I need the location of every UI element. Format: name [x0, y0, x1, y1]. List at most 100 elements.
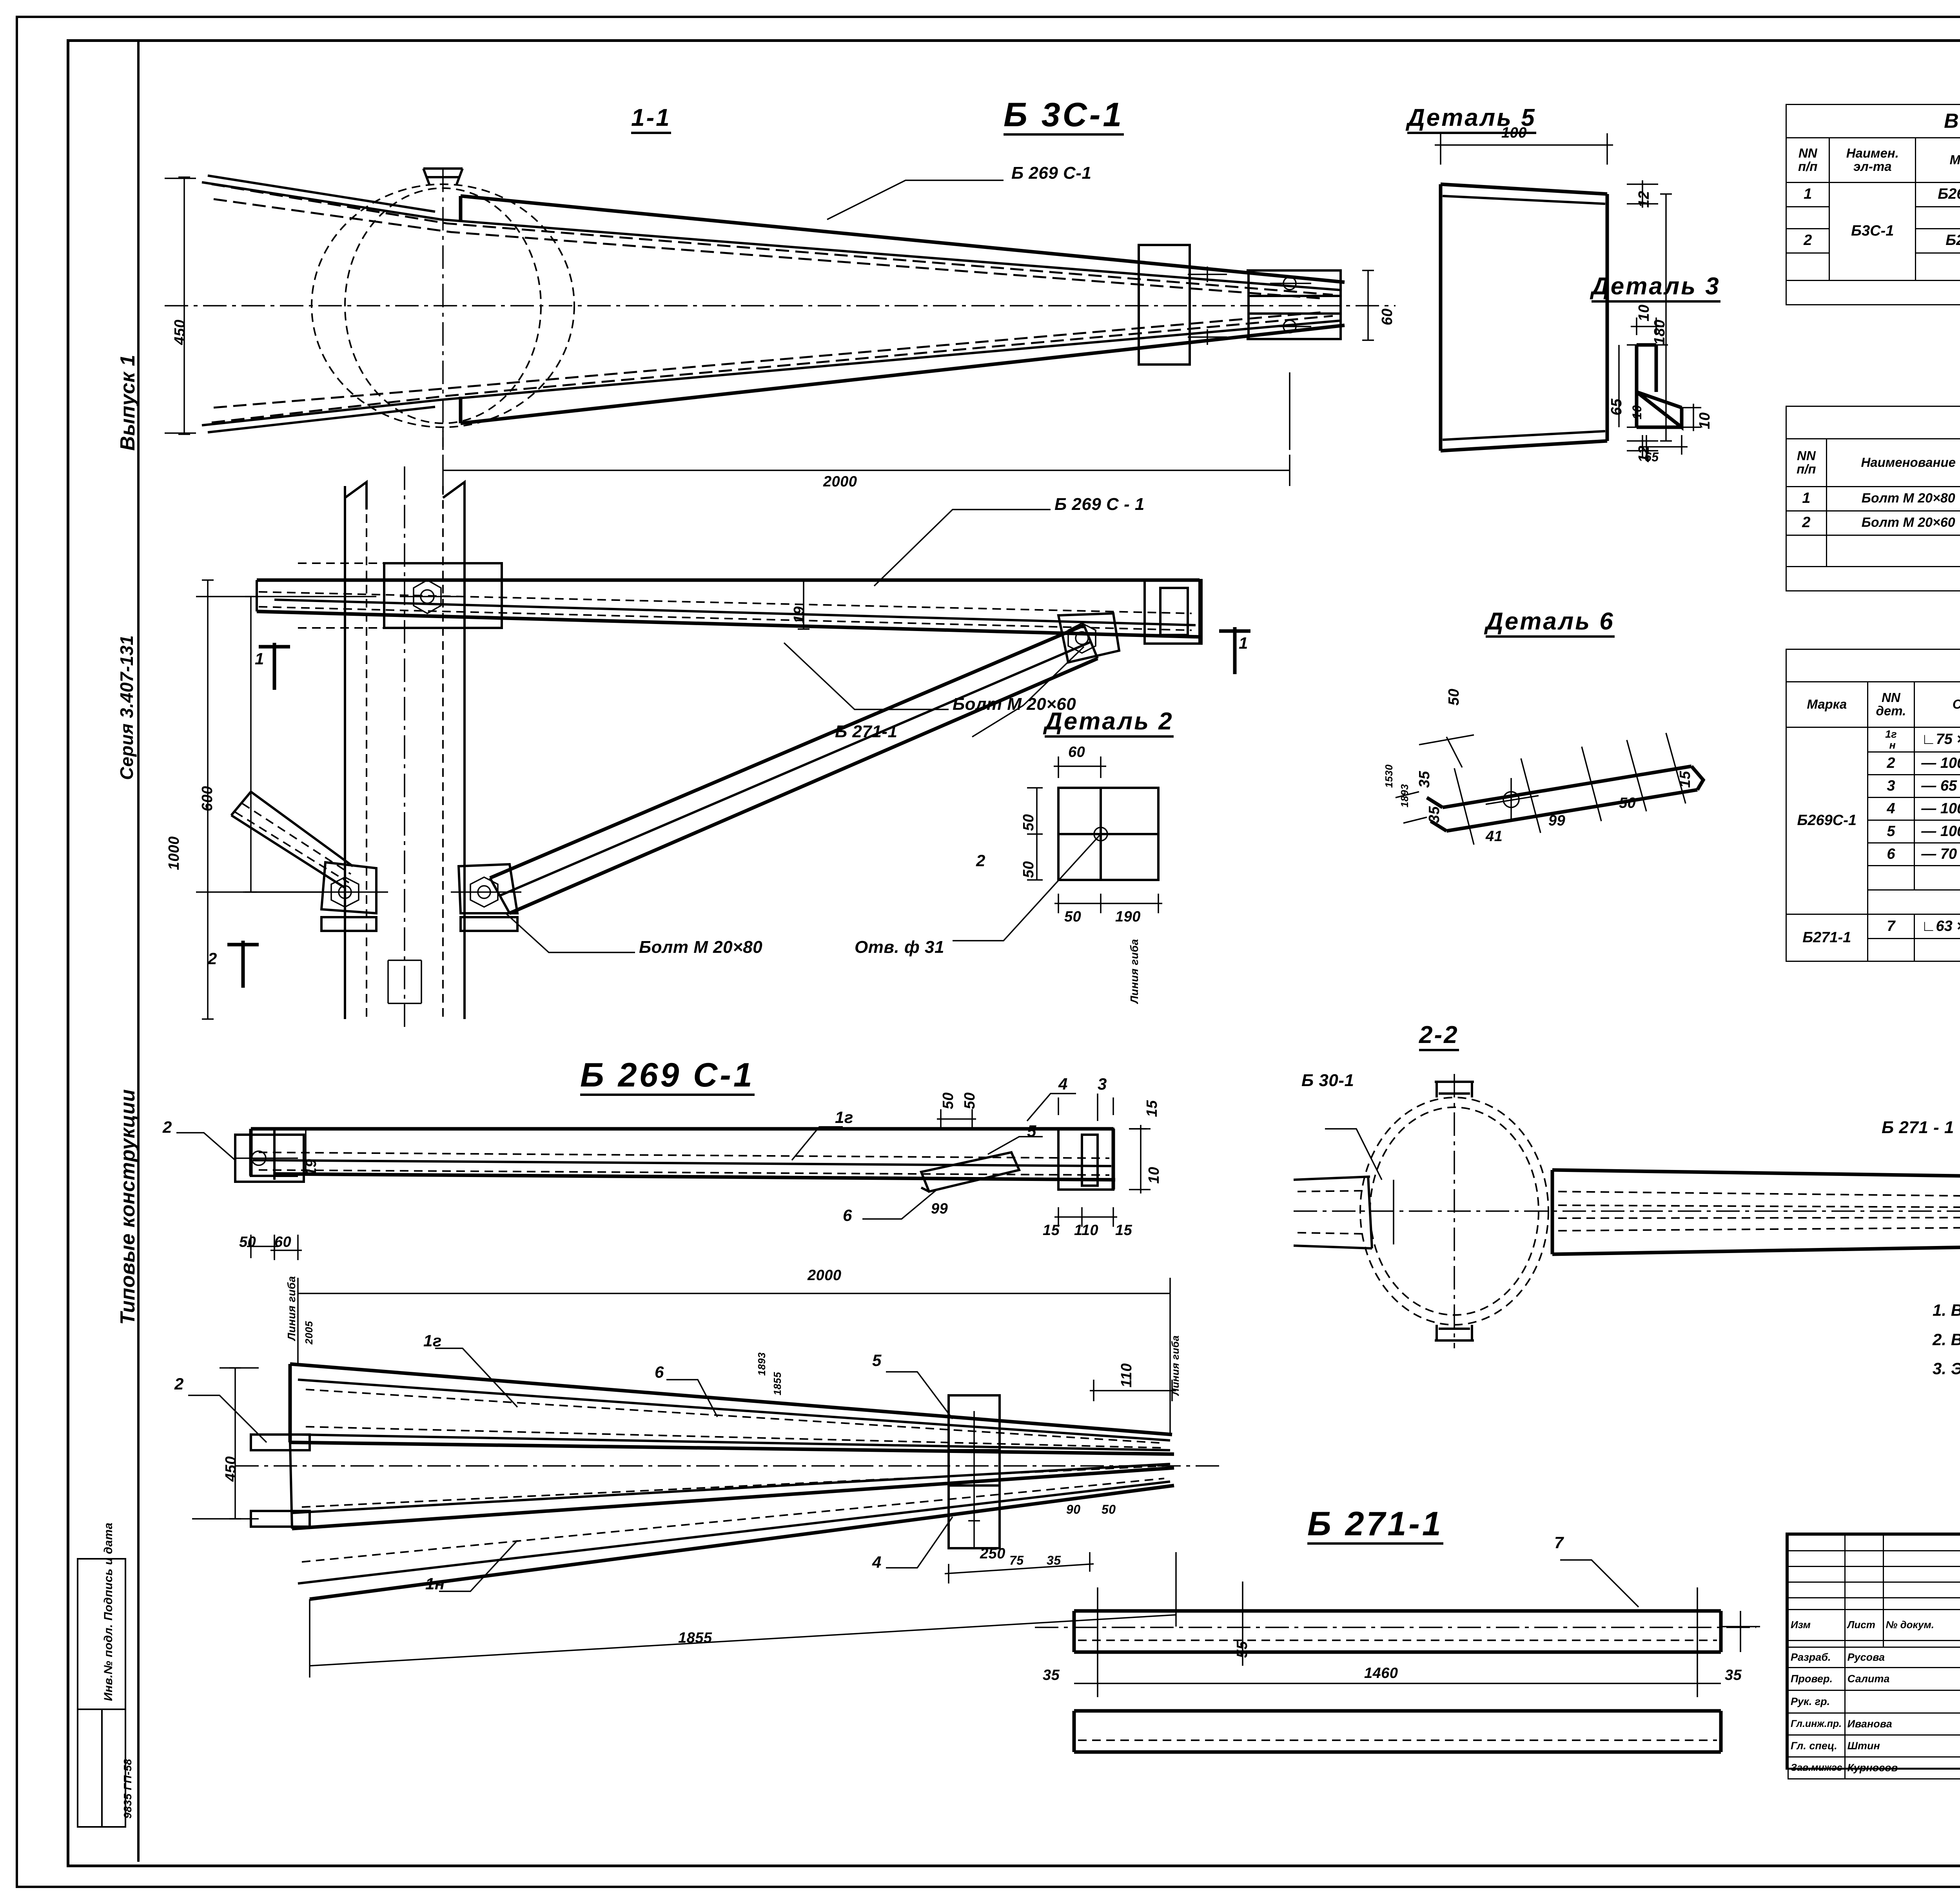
spec-g1-r3-sec: — 65 × 6	[1914, 774, 1960, 798]
dim-50-elev-a: 50	[940, 1092, 956, 1109]
dim-65-d3: 65	[1608, 398, 1625, 415]
dim-55-b271: 55	[1234, 1641, 1250, 1658]
spec-hdr-nn: NN дет.	[1867, 681, 1915, 728]
label-bend-line-elev: Линия гиба	[285, 1276, 298, 1340]
spec-g2-mark: Б271-1	[1786, 914, 1868, 962]
dim-50-d2-c: 50	[1064, 909, 1082, 925]
hdr-marks: Марки	[1915, 137, 1960, 183]
detail-6-title: Деталь 6	[1486, 609, 1615, 638]
dim-50-elev-b: 50	[962, 1092, 978, 1109]
tb-name-1: Салита	[1844, 1667, 1960, 1691]
dim-15-elev-t: 15	[1144, 1100, 1160, 1117]
dim-75-plan: 75	[1009, 1553, 1024, 1567]
tb-role-4: Гл. спец.	[1788, 1734, 1846, 1758]
dim-19-elev: 19	[303, 1159, 319, 1176]
section-mark-1-left: 1	[255, 649, 264, 668]
dim-1460-b271: 1460	[1364, 1665, 1398, 1681]
dim-19-mid: 19	[791, 606, 808, 623]
notes-title: Примечания	[1933, 1254, 1960, 1277]
dim-60-plan-l: 60	[274, 1234, 292, 1250]
dim-15-elev-l: 15	[1043, 1222, 1060, 1239]
balloon-3-elev: 3	[1098, 1075, 1107, 1093]
dim-50-d6-r: 50	[1619, 795, 1636, 811]
bolts-r2-name: Болт М 20×60	[1826, 510, 1960, 536]
tb-role-3: Гл.инж.пр.	[1788, 1712, 1846, 1736]
spec-g1-r4-sec: — 100 × 6	[1914, 797, 1960, 821]
detail-2-title: Деталь 2	[1045, 709, 1174, 738]
dim-35-b271-l: 35	[1043, 1667, 1060, 1683]
detail-5-title: Деталь 5	[1407, 106, 1536, 134]
bolts-title: Ведомость монтажных болтов	[1786, 406, 1960, 439]
row2-mark: Б271-1	[1915, 228, 1960, 254]
hdr-elname: Наимен. эл-та	[1829, 137, 1916, 183]
balloon-5-plan: 5	[872, 1351, 882, 1369]
bolts-r1-nn: 1	[1786, 486, 1827, 511]
dim-600: 600	[199, 786, 216, 811]
balloon-2-plan: 2	[174, 1375, 184, 1393]
dim-2005-elev: 2005	[303, 1321, 315, 1344]
label-bend-line-d2: Линия гиба	[1128, 939, 1140, 1003]
dim-1855-plan-small: 1855	[771, 1372, 783, 1395]
dim-15-elev-r: 15	[1115, 1222, 1132, 1239]
bolts-hdr-nn: NN п/п	[1786, 438, 1827, 487]
metal-total-label: Итого:	[1785, 279, 1960, 305]
spec-g1-r5-nn: 5	[1867, 820, 1915, 844]
balloon-1g-plan: 1г	[423, 1331, 442, 1350]
note-item-2: 2. Все отверстия ф 21 мм ⎬ оговоренных	[1933, 1330, 1960, 1349]
dim-35-plan: 35	[1047, 1553, 1061, 1567]
balloon-1n-plan: 1н	[425, 1574, 445, 1593]
balloon-6-elev: 6	[843, 1206, 852, 1224]
dim-1000: 1000	[166, 836, 182, 870]
row1-nn: 1	[1785, 181, 1830, 207]
tb-name-4: Штин	[1844, 1734, 1960, 1758]
bolts-hdr-name: Наименование	[1826, 438, 1960, 487]
main-drawing-title: Б 3С-1	[1004, 98, 1124, 136]
spec-g1-r2-nn: 2	[1867, 751, 1915, 776]
dim-110-plan: 110	[1118, 1363, 1135, 1388]
dim-1855-plan: 1855	[678, 1630, 712, 1646]
row1-mark: Б269-С-1	[1915, 181, 1960, 207]
section-2-2-title: 2-2	[1419, 1023, 1459, 1051]
tb-name-3: Иванова	[1844, 1712, 1960, 1736]
bolts-total-label: Итого на траверсу	[1786, 566, 1960, 591]
spec-g1-r5-sec: — 100 × 10	[1914, 820, 1960, 844]
dim-1893-plan: 1893	[756, 1352, 768, 1376]
section-mark-2-detail: 2	[976, 851, 985, 870]
spec-g1-r6-sec: — 70 × 10	[1914, 842, 1960, 867]
spec-g1-mark: Б269С-1	[1786, 726, 1868, 915]
tb-role-2: Рук. гр.	[1788, 1689, 1846, 1714]
dim-15-d6: 15	[1677, 771, 1693, 788]
left-margin-band	[67, 39, 140, 1862]
dim-10-d3-mid: 10	[1630, 405, 1644, 419]
metal-parts-title: Ведомость металлических деталей	[1786, 104, 1960, 138]
tb-name-2	[1844, 1689, 1960, 1714]
dim-190-d2: 190	[1115, 909, 1141, 925]
section-1-1-title: 1-1	[631, 106, 671, 134]
dim-450-top: 450	[172, 319, 188, 345]
label-bolt-m20x80: Болт М 20×80	[639, 938, 763, 957]
spec-g1-r4-nn: 4	[1867, 797, 1915, 821]
balloon-2-elev: 2	[163, 1118, 172, 1136]
dim-1530-d6: 1530	[1383, 764, 1395, 788]
dim-60-d2: 60	[1068, 744, 1085, 760]
dim-50-plan-l: 50	[239, 1234, 256, 1250]
dim-35-d6-b: 35	[1426, 806, 1443, 823]
tb-role-5: Зав.мижэс	[1788, 1756, 1846, 1779]
hdr-nn: NN п/п	[1785, 137, 1830, 183]
dim-12-d5-top: 12	[1636, 190, 1652, 208]
label-b271-sec: Б 271 - 1	[1882, 1118, 1954, 1137]
dim-2000-top: 2000	[823, 473, 857, 490]
spec-g2-r1-sec: ∟63 × 5	[1914, 914, 1960, 940]
tb-hdr-doc: № докум.	[1882, 1609, 1960, 1641]
balloon-5-elev: 5	[1027, 1122, 1036, 1140]
view-b269-title: Б 269 С-1	[580, 1058, 755, 1096]
label-b269-top: Б 269 С-1	[1011, 163, 1092, 183]
label-b30-1: Б 30-1	[1301, 1071, 1354, 1090]
dim-110-elev: 110	[1074, 1222, 1099, 1239]
balloon-4-elev: 4	[1058, 1075, 1068, 1093]
dim-99-d6: 99	[1548, 813, 1566, 829]
section-mark-1-right: 1	[1239, 634, 1248, 652]
balloon-7-b271: 7	[1554, 1533, 1564, 1552]
balloon-6-plan: 6	[655, 1363, 664, 1381]
